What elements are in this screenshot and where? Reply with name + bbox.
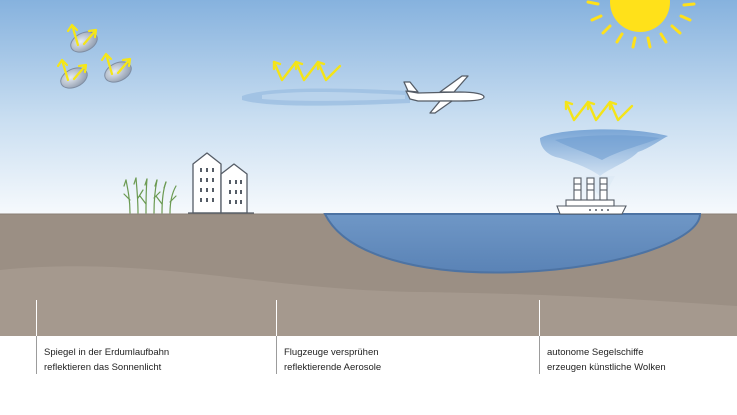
- reflection-arrows: [272, 60, 342, 82]
- plants-icon: [123, 177, 177, 214]
- mirror-icon: [100, 52, 132, 83]
- leader-line: [539, 336, 540, 374]
- airplane-icon: [403, 75, 485, 114]
- sky: [0, 0, 737, 216]
- caption-aircraft: Flugzeuge versprühen reflektierende Aero…: [284, 345, 381, 375]
- caption-line: autonome Segelschiffe: [547, 347, 644, 358]
- leader-line: [36, 300, 37, 336]
- building-icon: [188, 152, 254, 214]
- caption-line: erzeugen künstliche Wolken: [547, 362, 666, 373]
- leader-line: [36, 336, 37, 374]
- mirror-icon: [66, 23, 98, 53]
- caption-line: reflektieren das Sonnenlicht: [44, 362, 162, 373]
- caption-mirrors: Spiegel in der Erdumlaufbahn reflektiere…: [44, 345, 169, 375]
- leader-line: [539, 300, 540, 336]
- caption-line: Flugzeuge versprühen: [284, 347, 379, 358]
- leader-line: [276, 336, 277, 374]
- sun-icon: [586, 0, 696, 49]
- reflection-arrows: [564, 100, 634, 122]
- caption-line: Spiegel in der Erdumlaufbahn: [44, 347, 170, 358]
- mirror-icon: [56, 58, 88, 89]
- caption-line: reflektierende Aerosole: [284, 362, 382, 373]
- ship-icon: [556, 177, 627, 215]
- sea: [323, 213, 702, 274]
- caption-ships: autonome Segelschiffe erzeugen künstlich…: [547, 345, 666, 375]
- leader-line: [276, 300, 277, 336]
- aerosol-trail: [242, 88, 410, 106]
